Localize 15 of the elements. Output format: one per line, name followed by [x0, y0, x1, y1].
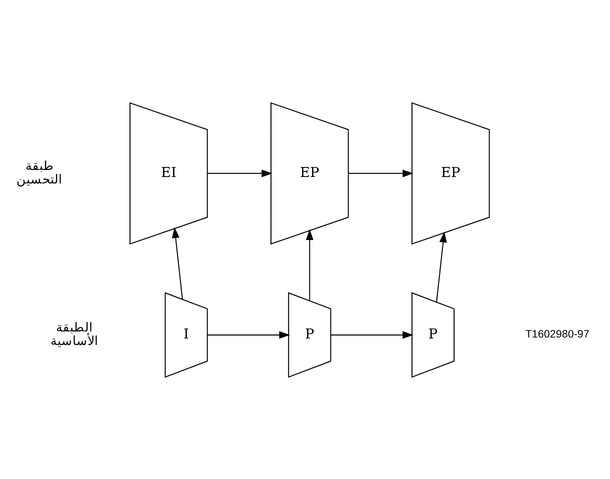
- label: T1602980-97: [525, 328, 590, 340]
- label: طبقة التحسين: [16, 157, 62, 186]
- node-box: I: [164, 292, 208, 378]
- label: الطبقة الأساسية: [50, 318, 99, 348]
- arrow: [330, 330, 414, 338]
- arrow: [348, 169, 414, 177]
- arrow: [172, 226, 183, 300]
- node-box: EI: [129, 102, 208, 244]
- node-box: EP: [270, 102, 349, 244]
- arrow: [207, 330, 290, 338]
- arrow: [436, 231, 447, 302]
- node-box: P: [288, 292, 332, 378]
- arrow: [207, 169, 272, 177]
- arrow: [306, 228, 314, 301]
- node-box: P: [411, 292, 455, 378]
